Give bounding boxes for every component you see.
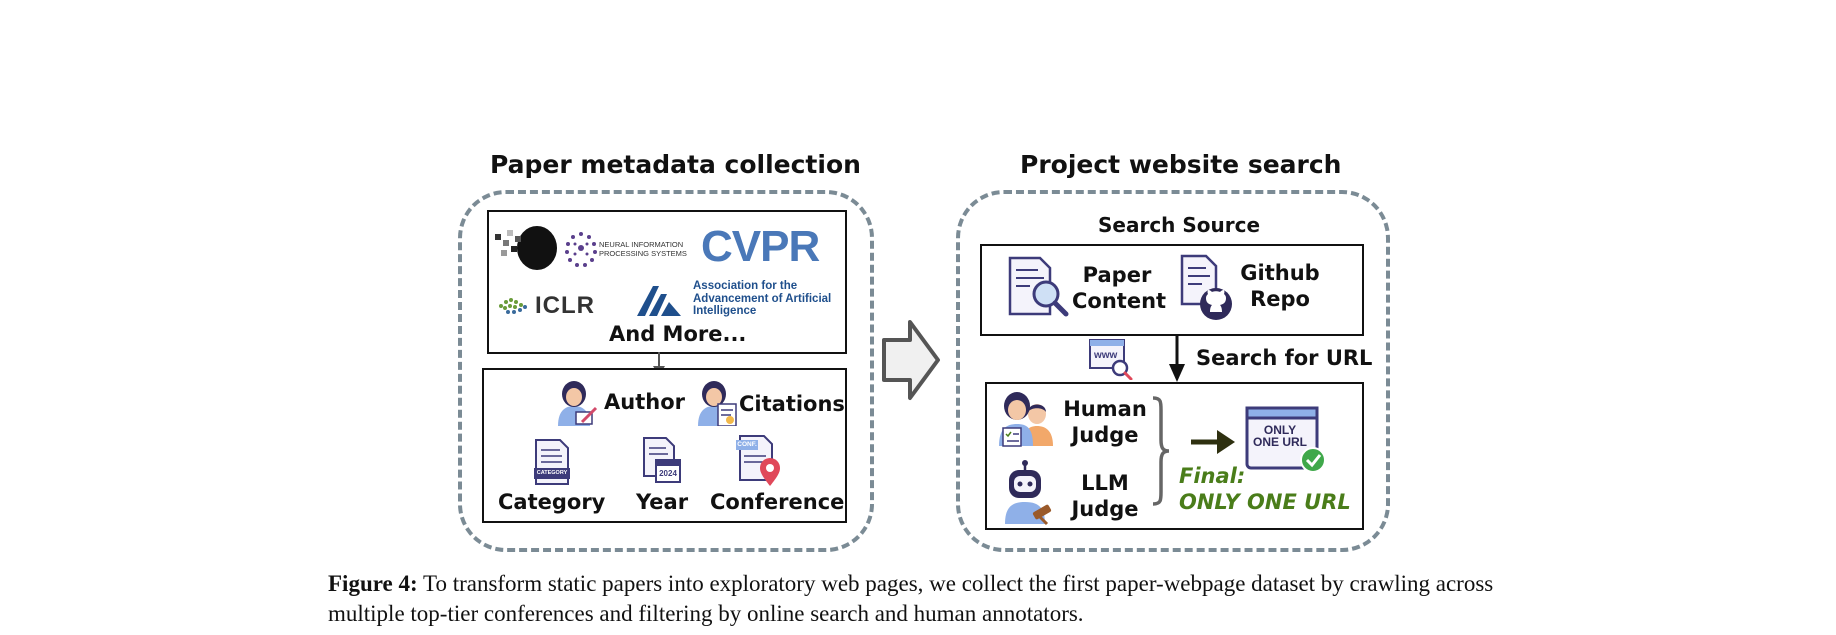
iclr-logo-icon [499,298,527,314]
final-label: Final: [1179,464,1246,488]
author-label: Author [604,390,685,414]
icml-logo-icon [495,226,557,270]
human-judge-label: Human Judge [1063,397,1147,447]
logos-box: NEURAL INFORMATION PROCESSING SYSTEMS CV… [487,210,847,354]
conf-tag-text: CONF. [737,441,757,448]
and-more-label: And More... [609,322,747,346]
search-source-label: Search Source [1098,213,1261,237]
year-tag-text: 2024 [659,469,677,478]
only-one-url-badge-text: ONLY ONE URL [1253,423,1307,449]
judging-box: Human Judge LLM Judge Final: ONLY ONE UR… [985,382,1364,530]
right-panel-title: Project website search [1020,150,1342,179]
fields-box: Author Citations CATEGORY Category 2024 … [482,368,847,523]
paper-content-label: Paper Content [1072,263,1167,313]
github-repo-icon [1180,254,1232,320]
conference-label: Conference [710,490,845,514]
year-label: Year [636,490,689,514]
category-label: Category [498,490,606,514]
llm-judge-icon [1005,460,1052,526]
only-one-url-badge-icon [1245,406,1326,473]
paper-search-icon [1008,256,1069,317]
right-dashed-frame [956,190,1390,552]
aaai-logo-icon [637,286,681,316]
www-search-icon [1089,339,1133,380]
left-dashed-frame [458,190,874,552]
iclr-logo-text: ICLR [535,292,595,319]
citations-icon [698,381,737,426]
caption-label: Figure 4: [328,571,418,596]
category-tag-text: CATEGORY [536,470,568,476]
left-panel-title: Paper metadata collection [490,150,861,179]
final-arrow-icon [1191,430,1235,454]
search-for-url-label: Search for URL [1196,346,1373,370]
brace-icon [1152,396,1170,506]
cvpr-logo: CVPR [701,222,820,271]
final-value: ONLY ONE URL [1179,490,1351,514]
neurips-logo-icon [565,232,597,267]
search-source-box: Paper Content Github Repo [980,244,1364,336]
www-text: www [1094,350,1118,361]
llm-judge-label: LLM Judge [1071,471,1139,521]
category-icon [534,439,570,485]
right-block-arrow-icon [882,320,940,400]
year-icon [643,437,681,483]
aaai-logo-text: Association for the Advancement of Artif… [693,280,832,317]
github-repo-label: Github Repo [1240,261,1320,311]
figure-caption: Figure 4: To transform static papers int… [328,569,1568,629]
author-icon [558,381,598,426]
down-arrow-right [1169,334,1185,382]
conference-icon [736,435,780,486]
citations-label: Citations [739,392,845,416]
human-judge-icon [999,392,1053,447]
neurips-logo-text: NEURAL INFORMATION PROCESSING SYSTEMS [599,240,687,258]
caption-text: To transform static papers into explorat… [328,571,1494,626]
